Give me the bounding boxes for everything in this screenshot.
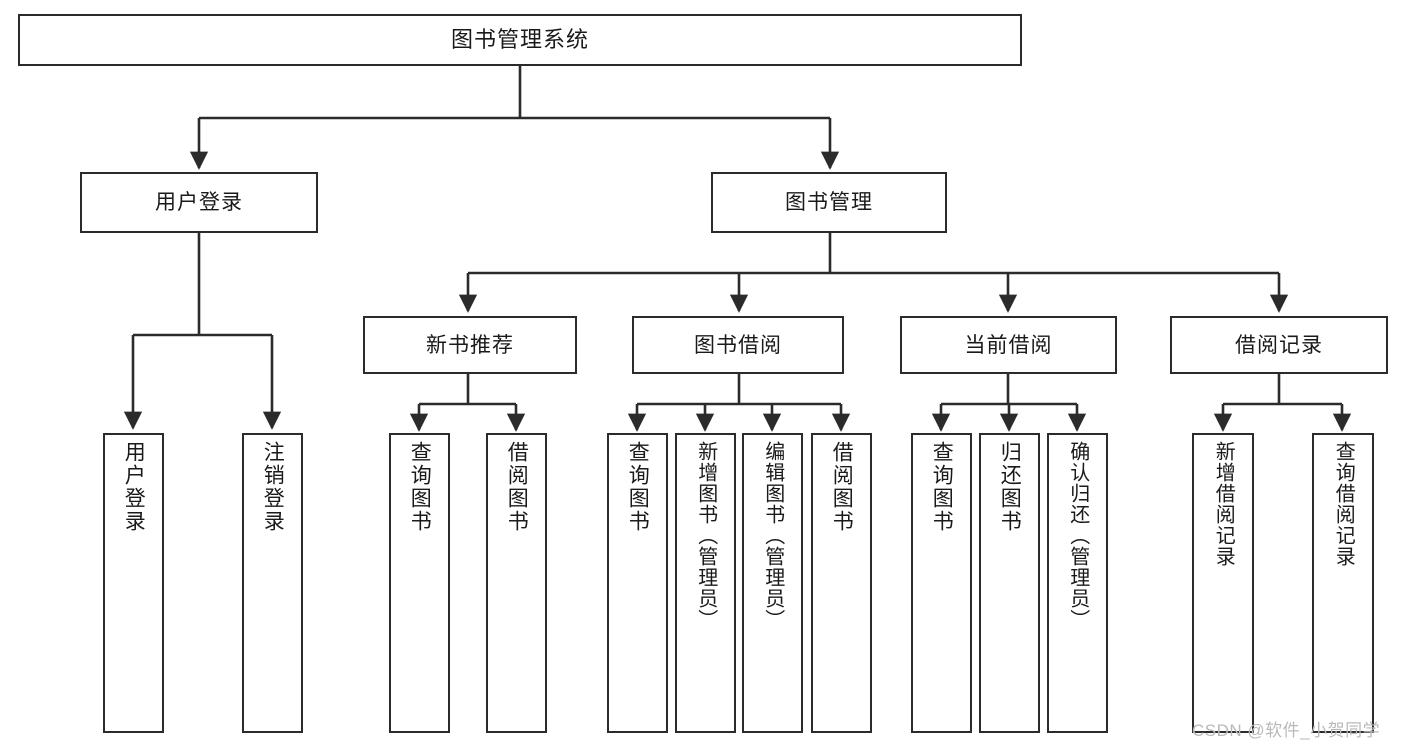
node-label: 新增借阅记录 bbox=[1212, 441, 1235, 567]
leaf-new-book-query[interactable]: 查询图书 bbox=[389, 433, 450, 733]
node-label: 图书借阅 bbox=[694, 333, 782, 357]
node-label: 图书管理系统 bbox=[450, 27, 589, 52]
leaf-user-login-logout[interactable]: 注销登录 bbox=[242, 433, 303, 733]
node-label: 确认归还（管理员） bbox=[1066, 441, 1089, 630]
node-label: 当前借阅 bbox=[964, 333, 1053, 357]
node-root-system[interactable]: 图书管理系统 bbox=[18, 14, 1022, 66]
leaf-current-borrow-return[interactable]: 归还图书 bbox=[979, 433, 1040, 733]
node-label: 新增图书（管理员） bbox=[694, 441, 717, 630]
csdn-watermark: CSDN @软件_小贺同学 bbox=[1192, 721, 1381, 740]
leaf-book-borrow-borrow[interactable]: 借阅图书 bbox=[811, 433, 872, 733]
leaf-new-book-borrow[interactable]: 借阅图书 bbox=[486, 433, 547, 733]
node-label: 查询图书 bbox=[626, 441, 650, 533]
leaf-user-login-login[interactable]: 用户登录 bbox=[103, 433, 164, 733]
node-current-borrow[interactable]: 当前借阅 bbox=[900, 316, 1117, 374]
leaf-current-borrow-confirm-return[interactable]: 确认归还（管理员） bbox=[1047, 433, 1108, 733]
node-label: 图书管理 bbox=[785, 191, 873, 214]
leaf-borrow-record-query[interactable]: 查询借阅记录 bbox=[1312, 433, 1374, 733]
node-borrow-record[interactable]: 借阅记录 bbox=[1170, 316, 1388, 374]
node-label: 查询图书 bbox=[930, 441, 954, 533]
node-label: 新书推荐 bbox=[426, 333, 514, 357]
leaf-current-borrow-query[interactable]: 查询图书 bbox=[911, 433, 972, 733]
leaf-borrow-record-add[interactable]: 新增借阅记录 bbox=[1192, 433, 1254, 733]
node-label: 用户登录 bbox=[155, 191, 243, 214]
node-label: 借阅图书 bbox=[830, 441, 854, 533]
node-label: 查询图书 bbox=[408, 441, 432, 533]
node-book-management[interactable]: 图书管理 bbox=[711, 172, 947, 233]
node-label: 借阅图书 bbox=[505, 441, 529, 533]
node-label: 注销登录 bbox=[261, 441, 285, 533]
node-label: 编辑图书（管理员） bbox=[761, 441, 784, 630]
node-label: 借阅记录 bbox=[1235, 333, 1323, 357]
node-book-borrow[interactable]: 图书借阅 bbox=[632, 316, 844, 374]
leaf-book-borrow-add[interactable]: 新增图书（管理员） bbox=[675, 433, 736, 733]
node-label: 归还图书 bbox=[998, 441, 1022, 533]
node-user-login[interactable]: 用户登录 bbox=[80, 172, 318, 233]
leaf-book-borrow-edit[interactable]: 编辑图书（管理员） bbox=[742, 433, 803, 733]
node-label: 用户登录 bbox=[122, 441, 146, 533]
leaf-book-borrow-query[interactable]: 查询图书 bbox=[607, 433, 668, 733]
node-new-book-recommend[interactable]: 新书推荐 bbox=[363, 316, 577, 374]
node-label: 查询借阅记录 bbox=[1332, 441, 1355, 567]
